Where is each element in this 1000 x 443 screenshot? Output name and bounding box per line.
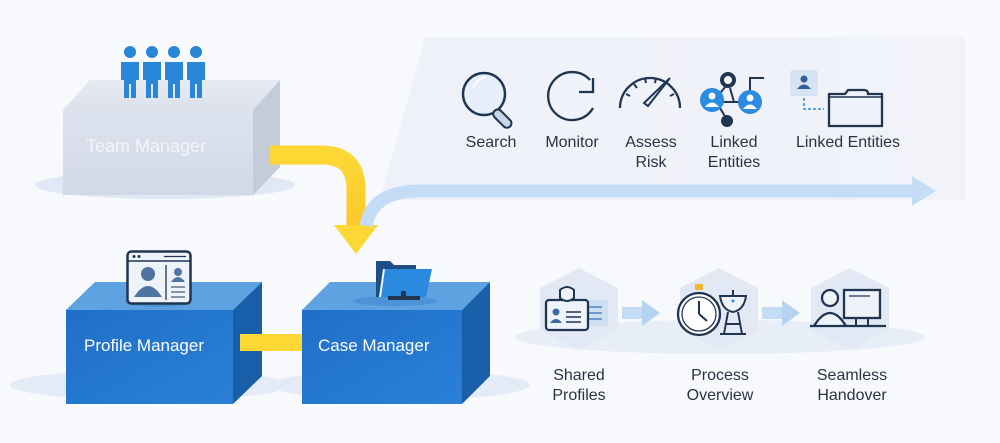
user-desktop-icon bbox=[810, 288, 886, 328]
benefit-process-overview[interactable]: Process Overview bbox=[668, 282, 772, 408]
benefit-shared-profiles[interactable]: Shared Profiles bbox=[534, 282, 624, 408]
case-manager-box bbox=[302, 282, 490, 404]
yellow-connector-horizontal bbox=[240, 334, 304, 351]
yellow-connector-down bbox=[270, 145, 366, 228]
capability-label-linked-entities: Linked Entities bbox=[707, 134, 761, 171]
capability-linked-entities[interactable]: Linked Entities bbox=[694, 66, 774, 176]
folder-monitor-icon bbox=[374, 255, 436, 308]
refresh-icon bbox=[547, 70, 595, 122]
benefit-arrow-2 bbox=[762, 300, 800, 326]
capability-linked-entities-folder[interactable]: Linked Entities bbox=[786, 66, 910, 176]
profile-manager-box bbox=[66, 282, 262, 404]
benefit-label-process-overview: Process Overview bbox=[686, 367, 754, 404]
capabilities-panel bbox=[380, 37, 965, 200]
capability-label-search: Search bbox=[465, 134, 517, 151]
capability-assess-risk[interactable]: Assess Risk bbox=[614, 66, 688, 176]
capability-monitor[interactable]: Monitor bbox=[535, 66, 609, 176]
id-card-icon bbox=[544, 286, 608, 332]
capability-search[interactable]: Search bbox=[456, 66, 526, 176]
network-icon bbox=[700, 72, 764, 127]
capability-label-assess-risk: Assess Risk bbox=[625, 134, 677, 171]
benefit-arrow-1 bbox=[622, 300, 660, 326]
capability-label-linked-entities-folder: Linked Entities bbox=[795, 134, 901, 151]
capability-label-monitor: Monitor bbox=[545, 134, 599, 151]
gauge-icon bbox=[618, 76, 682, 109]
case-manager-label[interactable]: Case Manager bbox=[318, 336, 430, 355]
folder-link-icon bbox=[790, 70, 884, 128]
team-manager-label[interactable]: Team Manager bbox=[86, 136, 207, 156]
benefit-label-seamless-handover: Seamless Handover bbox=[816, 367, 888, 404]
profile-window-icon bbox=[126, 250, 192, 310]
team-people-icon bbox=[118, 44, 208, 100]
benefit-seamless-handover[interactable]: Seamless Handover bbox=[804, 282, 900, 408]
light-blue-flow-arrow bbox=[359, 184, 915, 228]
stopwatch-icon bbox=[676, 284, 748, 337]
search-icon bbox=[461, 71, 513, 129]
benefit-label-shared-profiles: Shared Profiles bbox=[552, 367, 606, 404]
profile-manager-label[interactable]: Profile Manager bbox=[84, 336, 205, 355]
